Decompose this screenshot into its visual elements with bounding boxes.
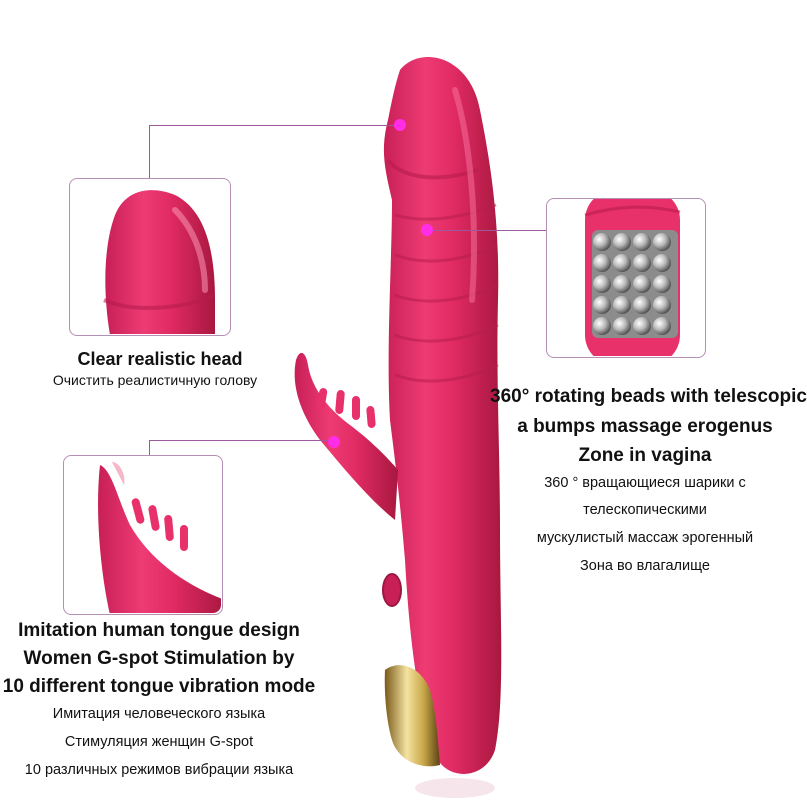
gold-base — [384, 665, 440, 767]
beads-caption-ru-1: 360 ° вращающиеся шарики с — [544, 475, 746, 491]
head-callout-dot — [394, 119, 406, 131]
beads-caption-en-1: 360° rotating beads with telescopic — [490, 386, 807, 407]
tongue-callout-dot — [328, 436, 340, 448]
tongue-arm — [294, 352, 398, 520]
beads-caption-ru-2: телескопическими — [583, 502, 707, 518]
beads-closeup-frame — [546, 198, 706, 358]
beads-caption-ru-4: Зона во влагалище — [580, 558, 710, 574]
main-shaft — [383, 57, 502, 774]
tongue-inset-art — [98, 462, 221, 613]
tongue-closeup-frame — [63, 455, 223, 615]
tongue-callout-line-v — [149, 440, 150, 455]
tongue-caption-en-1: Imitation human tongue design — [18, 620, 300, 641]
tongue-caption-ru-2: Стимуляция женщин G-spot — [64, 734, 254, 750]
head-closeup-frame — [69, 178, 231, 336]
tongue-bristles — [316, 388, 376, 428]
head-rim — [386, 158, 479, 180]
beads-callout-dot — [421, 224, 433, 236]
head-caption-ru: Очистить реалистичную голову — [52, 372, 258, 388]
tongue-caption-ru-1: Имитация человеческого языка — [52, 706, 266, 722]
head-callout-line-v — [149, 125, 150, 178]
head-inset-art — [103, 190, 215, 334]
beads-callout-line — [428, 230, 546, 231]
head-caption-en: Clear realistic head — [77, 349, 243, 369]
beads-grid — [593, 233, 671, 335]
beads-caption-ru-3: мускулистый массаж эрогенный — [536, 530, 754, 546]
control-button — [382, 573, 402, 607]
head-callout-line-h — [149, 125, 399, 126]
shaft-ridges — [393, 203, 499, 383]
beads-caption-en-3: Zone in vagina — [578, 445, 712, 466]
tongue-callout-line-h — [149, 440, 337, 441]
tongue-caption-en-2: Women G-spot Stimulation by — [23, 648, 295, 669]
tongue-caption-en-3: 10 different tongue vibration mode — [2, 676, 316, 697]
tongue-caption-ru-3: 10 различных режимов вибрации языка — [24, 762, 294, 778]
beads-caption-en-2: a bumps massage erogenus — [517, 416, 773, 437]
